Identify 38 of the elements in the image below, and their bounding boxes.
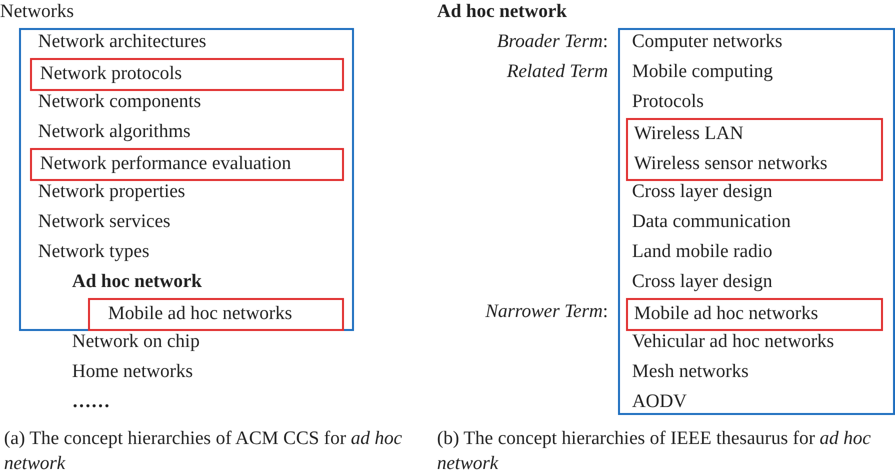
list-item: Networks [0,1,74,23]
list-item: Network algorithms [38,121,191,143]
list-item: Mesh networks [632,361,749,383]
list-item: Network architectures [38,31,206,53]
list-item: Wireless LAN [634,123,744,145]
list-item: Cross layer design [632,181,772,203]
list-item: Protocols [632,91,704,113]
term-label: Related Term [506,61,608,83]
list-item: Network performance evaluation [40,153,292,175]
list-item: Network types [38,241,150,263]
list-item: Network components [38,91,202,113]
caption: (a) The concept hierarchies of ACM CCS for ad hoc network [4,427,404,473]
list-item: AODV [632,391,687,413]
outlined-box [30,58,344,91]
list-item: Data communication [632,211,791,233]
list-item: Network properties [38,181,186,203]
list-item: Mobile ad hoc networks [634,303,818,325]
outlined-box [626,118,883,181]
list-item: Vehicular ad hoc networks [632,331,834,353]
list-item: Network protocols [40,63,182,85]
outlined-box [88,298,344,331]
outlined-box [626,298,883,331]
list-item: Mobile computing [632,61,773,83]
outlined-box [30,148,344,181]
ellipsis: …… [72,391,110,413]
list-item: Network services [38,211,170,233]
list-item: Mobile ad hoc networks [108,303,292,325]
list-item: Cross layer design [632,271,772,293]
list-item: Network on chip [72,331,200,353]
caption: (b) The concept hierarchies of IEEE thesaurus for ad hoc network [437,427,872,473]
term-label: Broader Term: [496,31,608,53]
list-item: Wireless sensor networks [634,153,828,175]
heading: Ad hoc network [437,1,567,23]
heading: Ad hoc network [72,271,202,293]
list-item: Computer networks [632,31,782,53]
list-item: Home networks [72,361,193,383]
list-item: Land mobile radio [632,241,772,263]
term-label: Narrower Term: [485,301,608,323]
